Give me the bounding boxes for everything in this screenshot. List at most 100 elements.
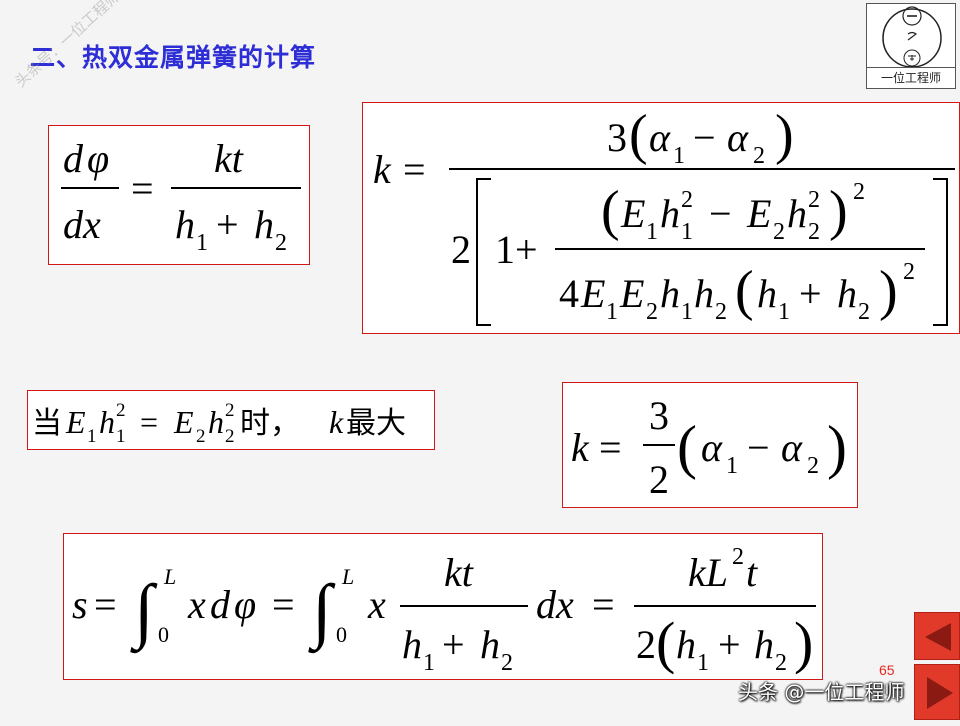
- svg-text:φ: φ: [87, 136, 109, 181]
- svg-text:2: 2: [116, 400, 126, 421]
- slide-title: 二、热双金属弹簧的计算: [30, 43, 317, 72]
- svg-text:2: 2: [853, 179, 865, 205]
- page-number: 65: [879, 662, 895, 678]
- svg-text:1: 1: [681, 299, 693, 325]
- svg-text:3: 3: [607, 115, 627, 160]
- svg-text:k: k: [373, 147, 392, 192]
- svg-text:+: +: [718, 622, 741, 667]
- svg-text:2: 2: [649, 457, 669, 502]
- svg-text:∫: ∫: [130, 570, 158, 654]
- svg-text:h: h: [754, 622, 774, 667]
- svg-text:h: h: [787, 191, 807, 236]
- svg-text:1: 1: [495, 227, 515, 272]
- svg-text:1: 1: [196, 230, 208, 256]
- svg-text:2: 2: [501, 650, 513, 676]
- prev-slide-button[interactable]: [914, 612, 960, 660]
- svg-text:s: s: [72, 582, 88, 627]
- svg-text:1: 1: [697, 650, 709, 676]
- svg-text:+: +: [799, 271, 822, 316]
- svg-text:2: 2: [858, 299, 870, 325]
- svg-text:1: 1: [116, 426, 126, 447]
- svg-text:h: h: [676, 622, 696, 667]
- svg-text:2: 2: [275, 230, 287, 256]
- formula-k-max: k = 3 2 ( α 1 − α 2 ): [562, 382, 858, 508]
- svg-text:h: h: [208, 404, 224, 440]
- svg-text:h: h: [254, 202, 274, 247]
- svg-text:0: 0: [336, 622, 347, 647]
- svg-text:=: =: [403, 147, 426, 192]
- svg-text:=: =: [592, 582, 615, 627]
- svg-text:3: 3: [649, 393, 669, 438]
- svg-text:h: h: [99, 404, 115, 440]
- svg-text:−: −: [693, 115, 716, 160]
- formula-s-integral: s = ∫ L 0 x d φ = ∫ L 0 x kt h 1 + h 2 d…: [63, 533, 823, 680]
- svg-text:2: 2: [753, 143, 765, 169]
- svg-text:(: (: [656, 610, 675, 675]
- svg-text:α: α: [701, 425, 723, 470]
- svg-text:2: 2: [196, 426, 206, 447]
- svg-text:E: E: [65, 404, 86, 440]
- svg-text:d: d: [210, 582, 231, 627]
- condition-suffix: 时，: [240, 406, 300, 441]
- svg-text:2: 2: [451, 227, 471, 272]
- svg-text:2: 2: [646, 299, 658, 325]
- svg-text:α: α: [727, 115, 749, 160]
- svg-text:): ): [827, 414, 847, 480]
- svg-text:=: =: [599, 425, 622, 470]
- svg-text:2: 2: [225, 426, 235, 447]
- svg-text:+: +: [515, 227, 538, 272]
- svg-text:): ): [829, 180, 848, 242]
- svg-text:4: 4: [559, 271, 579, 316]
- logo-emblem-icon: [882, 6, 942, 68]
- svg-text:2: 2: [732, 544, 744, 570]
- svg-text:=: =: [272, 582, 295, 627]
- svg-text:E: E: [619, 271, 644, 316]
- svg-text:=: =: [131, 166, 154, 211]
- svg-text:kL: kL: [688, 550, 728, 595]
- svg-text:2: 2: [808, 187, 820, 213]
- svg-text:=: =: [140, 404, 158, 440]
- svg-text:kt: kt: [214, 136, 244, 181]
- svg-text:(: (: [601, 180, 620, 242]
- svg-text:1: 1: [606, 299, 618, 325]
- svg-text:): ): [879, 260, 898, 322]
- svg-text:2: 2: [807, 453, 819, 479]
- svg-text:∫: ∫: [308, 570, 336, 654]
- svg-text:h: h: [694, 271, 714, 316]
- svg-text:dx: dx: [63, 202, 101, 247]
- svg-text:E: E: [173, 404, 194, 440]
- condition-end: 最大: [346, 406, 406, 441]
- svg-text:φ: φ: [234, 582, 256, 627]
- svg-text:h: h: [660, 191, 680, 236]
- formula-dphi-dx: d φ dx = kt h 1 + h 2: [48, 125, 310, 265]
- svg-text:k: k: [571, 425, 590, 470]
- svg-text:): ): [794, 610, 813, 675]
- svg-text:−: −: [709, 191, 732, 236]
- svg-text:h: h: [175, 202, 195, 247]
- svg-text:2: 2: [636, 622, 656, 667]
- footer-watermark: 头条 @一位工程师: [738, 680, 905, 704]
- svg-text:(: (: [677, 414, 697, 480]
- svg-text:E: E: [746, 191, 771, 236]
- svg-text:2: 2: [681, 187, 693, 213]
- svg-text:h: h: [757, 271, 777, 316]
- svg-text:t: t: [746, 550, 758, 595]
- svg-text:2: 2: [775, 650, 787, 676]
- svg-text:dx: dx: [536, 582, 574, 627]
- svg-text:2: 2: [715, 299, 727, 325]
- svg-text:0: 0: [158, 622, 169, 647]
- logo-text: 一位工程师: [867, 67, 955, 86]
- next-slide-button[interactable]: [914, 664, 960, 720]
- svg-text:1: 1: [726, 453, 738, 479]
- svg-text:h: h: [837, 271, 857, 316]
- svg-text:+: +: [216, 202, 239, 247]
- svg-text:1: 1: [423, 650, 435, 676]
- svg-text:(: (: [629, 104, 648, 166]
- svg-text:(: (: [735, 260, 754, 322]
- formula-k-general: k = 3 ( α 1 − α 2 ) 2 1 + ( E 1 h 1 2: [362, 102, 960, 334]
- svg-text:1: 1: [681, 219, 693, 245]
- svg-text:2: 2: [903, 259, 915, 285]
- svg-text:E: E: [580, 271, 605, 316]
- svg-text:L: L: [341, 564, 354, 589]
- svg-text:2: 2: [773, 219, 785, 245]
